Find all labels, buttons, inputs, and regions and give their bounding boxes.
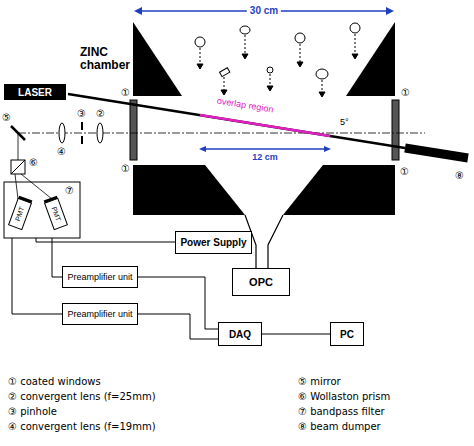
callout-number: ③	[77, 108, 86, 119]
box-text: Power Supply	[180, 237, 246, 248]
callout-number: ⑥	[29, 157, 38, 168]
signal-wire	[138, 277, 218, 329]
opc-box: OPC	[232, 268, 290, 296]
callout-number: ①	[400, 166, 409, 177]
callout-number: ④	[57, 146, 66, 157]
box-text: PC	[340, 329, 354, 340]
box-text: OPC	[249, 276, 273, 288]
box-text: Preamplifier unit	[67, 272, 132, 282]
legend-entry: ⑤ mirror	[298, 376, 341, 387]
box-text: Preamplifier unit	[67, 309, 132, 319]
box-text: DAQ	[229, 329, 251, 340]
legend-entry: ① coated windows	[8, 376, 101, 387]
callout-number: ①	[121, 87, 130, 98]
callout-number: ②	[96, 108, 105, 119]
legend-entry: ⑦ bandpass filter	[298, 406, 385, 417]
laser-source: LASER	[4, 84, 66, 100]
daq-box: DAQ	[218, 322, 262, 346]
signal-wire	[138, 314, 218, 339]
angle-label: 5°	[340, 118, 349, 128]
callout-number: ⑧	[455, 170, 464, 181]
legend-entry: ⑧ beam dumper	[298, 421, 381, 432]
callout-number: ⑤	[2, 112, 11, 123]
signal-wire	[262, 334, 330, 335]
callout-number: ①	[121, 163, 130, 174]
chamber-label: ZINC chamber	[80, 46, 132, 72]
pc-box: PC	[330, 322, 364, 346]
legend-entry: ③ pinhole	[8, 406, 57, 417]
callout-number: ①	[401, 87, 410, 98]
dimension-label: 12 cm	[252, 153, 278, 163]
power-supply-box: Power Supply	[175, 231, 252, 254]
legend-entry: ④ convergent lens (f=19mm)	[8, 421, 156, 432]
legend-entry: ⑥ Wollaston prism	[298, 391, 390, 402]
dimension-label: 30 cm	[247, 5, 281, 16]
preamplifier-box: Preamplifier unit	[62, 303, 138, 325]
preamplifier-box: Preamplifier unit	[62, 266, 138, 288]
legend-entry: ② convergent lens (f=25mm)	[8, 391, 156, 402]
callout-number: ⑦	[65, 185, 74, 196]
region-label: overlap region	[216, 97, 274, 116]
box-text: LASER	[18, 87, 52, 98]
